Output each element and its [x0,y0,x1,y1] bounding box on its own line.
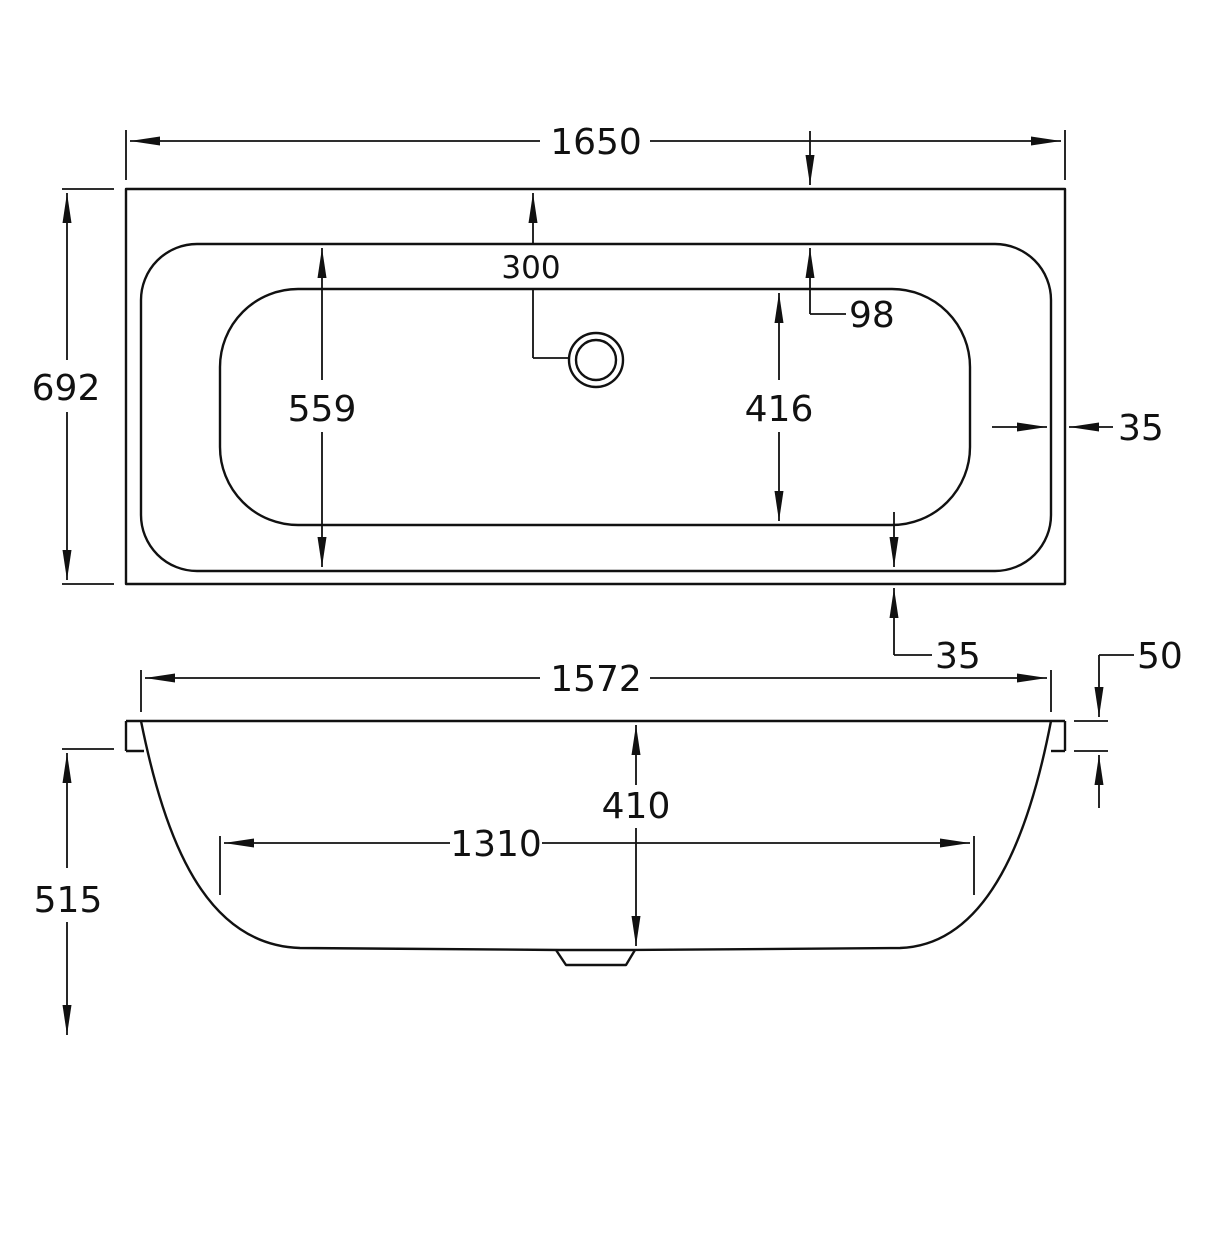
waste-outlet-inner [574,338,618,382]
dimension-base-width: 416 [745,293,814,521]
label-rim-thickness: 50 [1137,636,1183,677]
label-bath-depth: 410 [602,786,671,827]
dimension-waste-offset: 300 [501,193,569,359]
dimension-overall-length: 1650 [125,122,1066,180]
label-rim-end: 35 [1118,408,1164,449]
label-waste-offset: 300 [501,250,560,286]
dimension-inner-width: 559 [288,248,357,567]
dimension-base-length: 1310 [219,824,975,895]
dimension-bath-depth: 410 [602,725,671,946]
side-waste-foot [555,949,637,967]
label-overall-width: 692 [32,368,101,409]
label-overall-length: 1650 [550,122,642,163]
label-base-width: 416 [745,389,814,430]
label-base-length: 1310 [450,824,542,865]
label-rim-top: 98 [849,295,895,336]
dimension-rim-thickness: 50 [1074,636,1183,808]
dimension-rim-top: 98 [805,131,895,336]
dimension-rim-end: 35 [992,408,1164,449]
waste-outlet-outer [567,331,625,389]
side-bath-body [139,720,1053,952]
top-outer-rim [124,187,1067,586]
dimension-top-length: 1572 [140,659,1052,712]
side-view: 1572 1310 410 515 [34,636,1183,1035]
dimension-overall-height: 515 [34,748,114,1035]
label-overall-height: 515 [34,880,103,921]
dimension-rim-side: 35 [889,512,981,677]
dimension-overall-width: 692 [32,188,114,585]
top-view: 1650 692 559 416 300 [32,122,1164,677]
label-rim-side: 35 [935,636,981,677]
label-inner-width: 559 [288,389,357,430]
top-bath-base [218,287,972,527]
label-top-length: 1572 [550,659,642,700]
top-bath-opening [139,242,1053,573]
